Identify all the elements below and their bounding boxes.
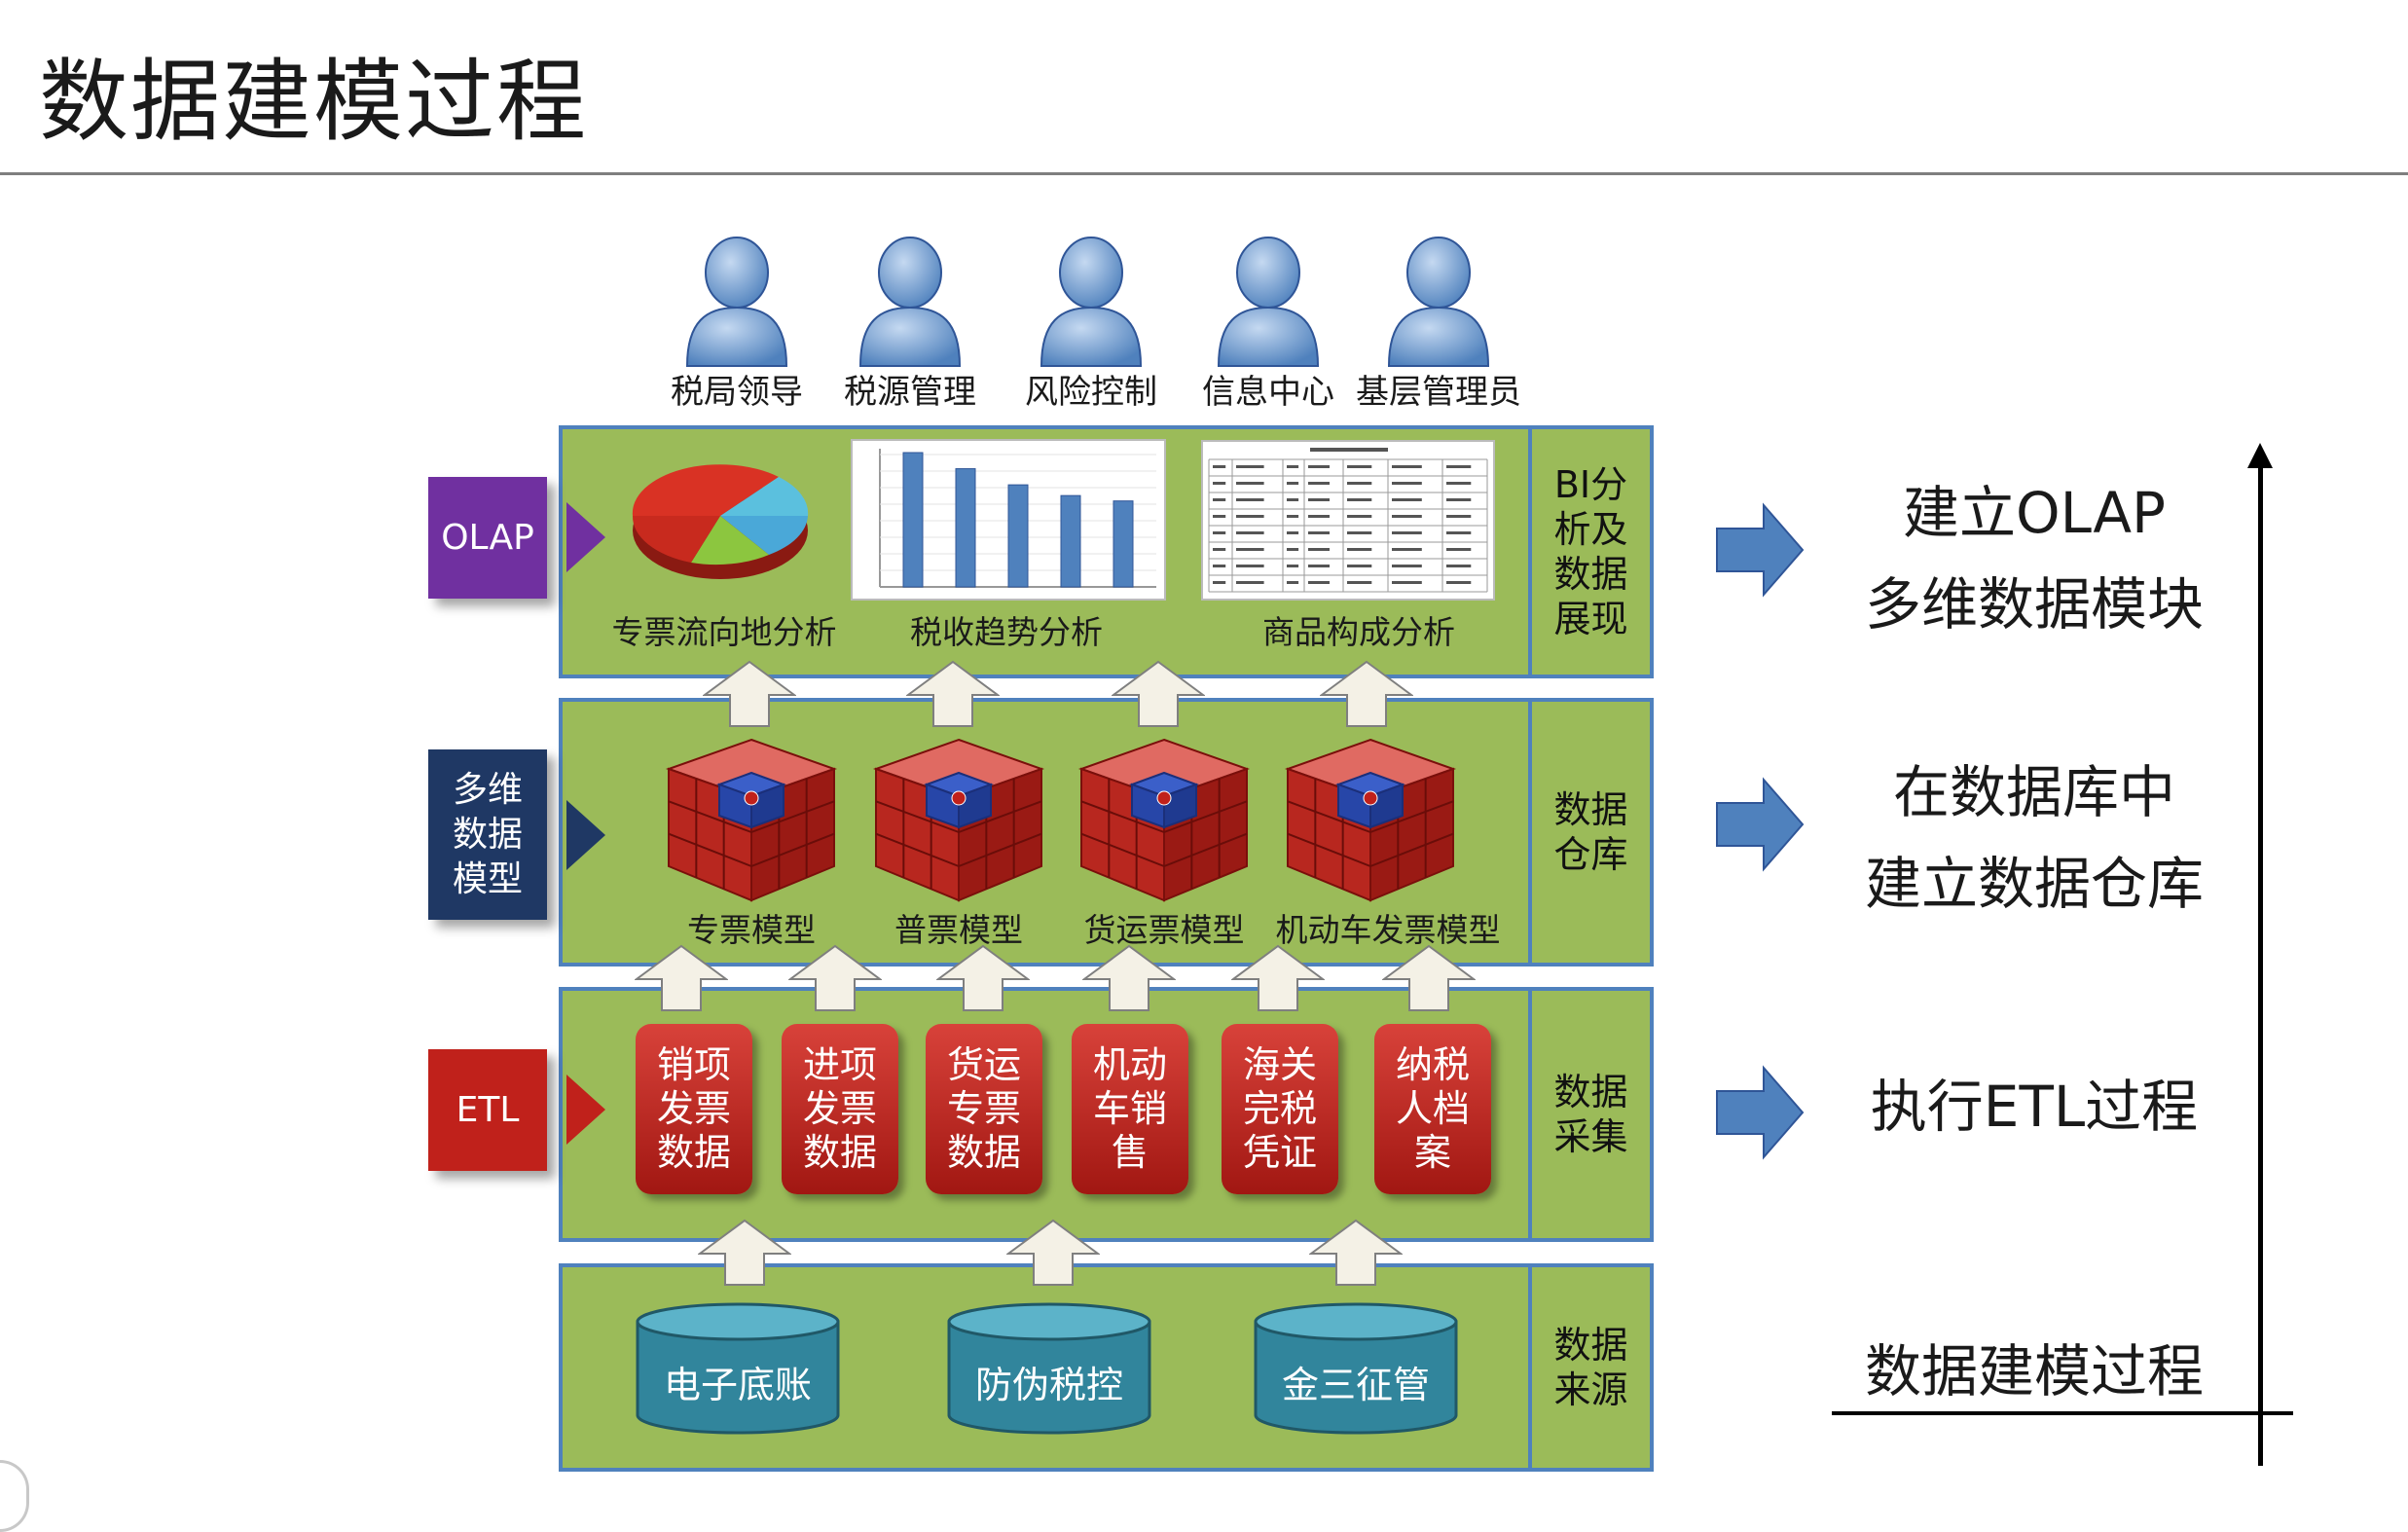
etl-source-label: 进项发票数据 bbox=[802, 1043, 877, 1174]
up-arrow-icon bbox=[788, 944, 882, 1011]
user-label: 信息中心 bbox=[1202, 373, 1334, 412]
user-figure bbox=[818, 234, 993, 419]
axis-arrowhead-icon bbox=[2247, 443, 2273, 468]
process-step-line: 在数据库中 bbox=[1892, 759, 2175, 825]
etl-source-label: 机动车销售 bbox=[1092, 1043, 1167, 1174]
user-figure bbox=[644, 234, 820, 419]
right-arrow-icon bbox=[1716, 1065, 1805, 1160]
database-icon bbox=[1254, 1302, 1458, 1435]
database-cylinder: 金三征管 bbox=[1252, 1302, 1460, 1435]
cube-icon bbox=[665, 738, 838, 902]
table-chart-panel bbox=[1201, 440, 1495, 601]
pie-chart-icon bbox=[632, 464, 809, 579]
layer-tag-warehouse: 数据仓库 bbox=[1528, 702, 1650, 963]
bar-mark bbox=[1060, 494, 1081, 588]
layer-tag-bi: BI分析及数据展现 bbox=[1528, 429, 1650, 675]
user-label: 税局领导 bbox=[671, 373, 803, 412]
bi-chart-label: 税收趋势分析 bbox=[910, 613, 1103, 651]
user-figure bbox=[999, 234, 1174, 419]
etl-source-box: 纳税人档案 bbox=[1374, 1024, 1491, 1194]
user-figure bbox=[1176, 234, 1351, 419]
cube-icon bbox=[1284, 738, 1457, 902]
user-icon bbox=[1217, 237, 1320, 367]
multidim-arrow-icon bbox=[566, 800, 605, 870]
title-divider bbox=[0, 172, 2408, 175]
user-label: 基层管理员 bbox=[1356, 373, 1521, 412]
cube-model-label: 专票模型 bbox=[687, 911, 816, 949]
up-arrow-icon bbox=[1006, 1219, 1100, 1286]
process-step-line: 建立OLAP bbox=[1903, 480, 2166, 546]
vertical-axis bbox=[2258, 454, 2263, 1466]
page-title: 数据建模过程 bbox=[39, 50, 589, 154]
database-cylinder: 防伪税控 bbox=[945, 1302, 1153, 1435]
layer-tag-collect: 数据采集 bbox=[1528, 991, 1650, 1238]
process-step-line: 多维数据模块 bbox=[1864, 571, 2204, 638]
user-icon bbox=[1040, 237, 1143, 367]
user-label: 风险控制 bbox=[1025, 373, 1157, 412]
process-step-line: 执行ETL过程 bbox=[1870, 1074, 2199, 1140]
bar-mark bbox=[902, 452, 924, 588]
bottom-caption: 数据建模过程 bbox=[1864, 1338, 2204, 1404]
page-corner-icon bbox=[0, 1460, 29, 1532]
up-arrow-icon bbox=[1231, 944, 1325, 1011]
etl-source-box: 销项发票数据 bbox=[636, 1024, 752, 1194]
cube-model-label: 机动车发票模型 bbox=[1275, 911, 1501, 949]
user-icon bbox=[685, 237, 788, 367]
right-arrow-icon bbox=[1716, 502, 1805, 598]
cube-model-label: 普票模型 bbox=[894, 911, 1023, 949]
cube-model-label: 货运票模型 bbox=[1083, 911, 1245, 949]
right-arrow-icon bbox=[1716, 777, 1805, 872]
process-step-text: 在数据库中建立数据仓库 bbox=[1830, 747, 2239, 930]
database-label: 金三征管 bbox=[1281, 1364, 1430, 1406]
cube-icon bbox=[872, 738, 1045, 902]
up-arrow-icon bbox=[936, 944, 1030, 1011]
user-icon bbox=[1387, 237, 1490, 367]
database-cylinder: 电子底账 bbox=[634, 1302, 842, 1435]
bar-chart-panel bbox=[851, 439, 1166, 601]
bar-mark bbox=[955, 468, 976, 588]
etl-source-label: 海关完税凭证 bbox=[1242, 1043, 1317, 1174]
etl-source-box: 机动车销售 bbox=[1072, 1024, 1188, 1194]
bi-chart-label: 专票流向地分析 bbox=[611, 613, 837, 651]
up-arrow-icon bbox=[906, 660, 1000, 727]
layer-tag-source: 数据来源 bbox=[1528, 1267, 1650, 1468]
process-step-text: 执行ETL过程 bbox=[1830, 1061, 2239, 1152]
database-label: 电子底账 bbox=[663, 1364, 812, 1406]
olap-label: OLAP bbox=[428, 477, 547, 599]
bi-chart-label: 商品构成分析 bbox=[1262, 613, 1455, 651]
baseline-axis bbox=[1832, 1411, 2293, 1415]
up-arrow-icon bbox=[1320, 660, 1413, 727]
bar-mark bbox=[1113, 500, 1134, 588]
etl-source-box: 进项发票数据 bbox=[782, 1024, 898, 1194]
up-arrow-icon bbox=[1309, 1219, 1403, 1286]
up-arrow-icon bbox=[1112, 660, 1205, 727]
etl-source-label: 纳税人档案 bbox=[1395, 1043, 1470, 1174]
bar-mark bbox=[1007, 484, 1029, 588]
etl-label: ETL bbox=[428, 1049, 547, 1171]
user-label: 税源管理 bbox=[844, 373, 976, 412]
up-arrow-icon bbox=[703, 660, 796, 727]
etl-source-box: 海关完税凭证 bbox=[1222, 1024, 1338, 1194]
user-icon bbox=[858, 237, 962, 367]
user-figure bbox=[1346, 234, 1521, 419]
etl-source-box: 货运专票数据 bbox=[926, 1024, 1042, 1194]
up-arrow-icon bbox=[698, 1219, 791, 1286]
database-icon bbox=[636, 1302, 840, 1435]
database-icon bbox=[947, 1302, 1151, 1435]
cube-icon bbox=[1077, 738, 1251, 902]
up-arrow-icon bbox=[635, 944, 728, 1011]
etl-source-label: 货运专票数据 bbox=[946, 1043, 1021, 1174]
multidim-label: 多维数据模型 bbox=[428, 749, 547, 920]
process-step-line: 建立数据仓库 bbox=[1864, 851, 2204, 917]
etl-arrow-icon bbox=[566, 1075, 605, 1145]
up-arrow-icon bbox=[1082, 944, 1176, 1011]
process-step-text: 建立OLAP 多维数据模块 bbox=[1830, 467, 2239, 650]
olap-arrow-icon bbox=[566, 502, 605, 572]
up-arrow-icon bbox=[1382, 944, 1476, 1011]
database-label: 防伪税控 bbox=[974, 1364, 1123, 1406]
etl-source-label: 销项发票数据 bbox=[656, 1043, 731, 1174]
